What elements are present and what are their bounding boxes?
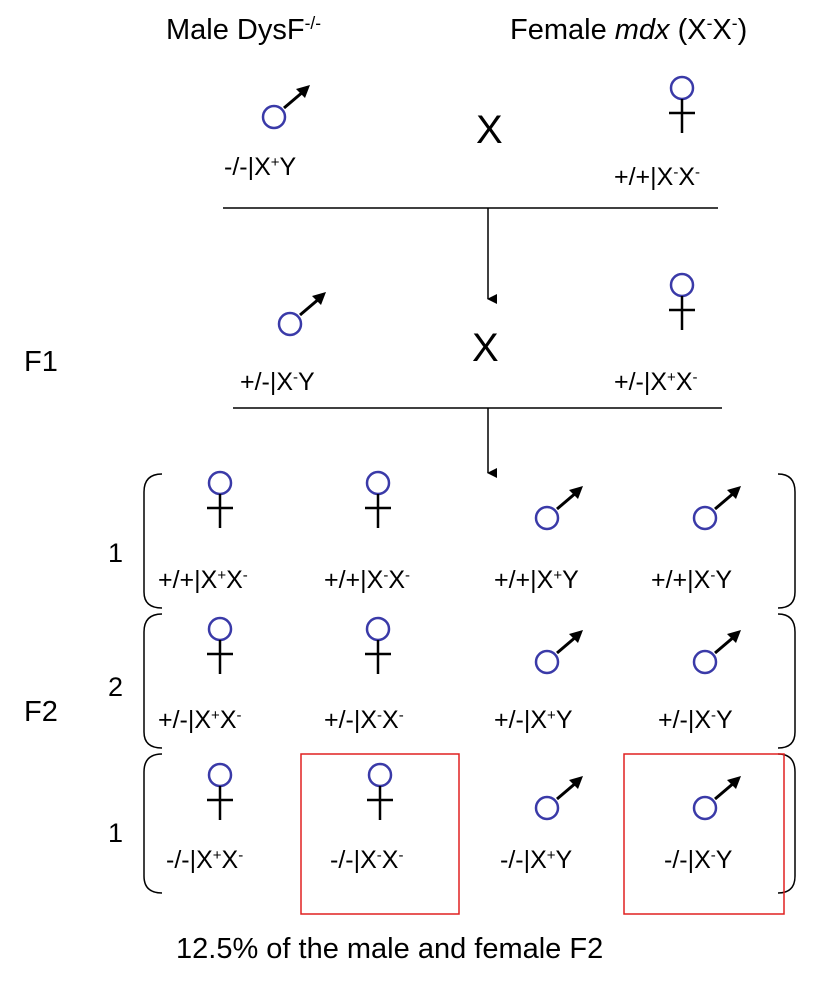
genotype-f2-r2-c3: +/-|X+Y	[494, 706, 573, 734]
male-icon-r3-c3	[534, 774, 585, 821]
genotype-p0-male: -/-|X+Y	[224, 153, 297, 181]
highlight-box-female-double-mutant	[300, 753, 460, 915]
female-icon-r1-c2	[363, 470, 393, 530]
genotype-f1-female: +/-|X+X-	[614, 368, 698, 396]
genotype-f2-r3-c1: -/-|X+X-	[166, 846, 244, 874]
generation-label-f2: F2	[24, 696, 58, 728]
cross-symbol-f1: X	[472, 326, 499, 370]
bracket-left-row-3	[143, 753, 163, 894]
male-icon-r2-c4	[692, 628, 743, 675]
female-parent-header: Female mdx (X-X-)	[510, 13, 748, 46]
generation-label-f1: F1	[24, 346, 58, 378]
genotype-f2-r2-c1: +/-|X+X-	[158, 706, 242, 734]
ratio-row-2: 2	[108, 672, 124, 702]
female-icon-r1-c1	[205, 470, 235, 530]
bracket-left-row-2	[143, 613, 163, 749]
genotype-f2-r3-c3: -/-|X+Y	[500, 846, 573, 874]
genotype-f2-r2-c2: +/-|X-X-	[324, 706, 404, 734]
male-icon-p0	[261, 83, 312, 130]
female-icon-r3-c2	[365, 762, 395, 822]
bracket-right-row-1	[777, 473, 796, 609]
male-icon-r1-c4	[692, 484, 743, 531]
male-icon-r2-c3	[534, 628, 585, 675]
male-icon-r1-c3	[534, 484, 585, 531]
genotype-f2-r1-c2: +/+|X-X-	[324, 566, 411, 594]
genotype-f2-r2-c4: +/-|X-Y	[658, 706, 733, 734]
female-icon-f1	[667, 272, 697, 332]
female-icon-p0	[667, 75, 697, 135]
male-parent-header: Male DysF-/-	[166, 13, 321, 46]
genotype-p0-female: +/+|X-X-	[614, 163, 701, 191]
footer-caption: 12.5% of the male and female F2	[176, 933, 604, 965]
genotype-f2-r1-c1: +/+|X+X-	[158, 566, 248, 594]
female-icon-r3-c1	[205, 762, 235, 822]
genotype-f2-r3-c4: -/-|X-Y	[664, 846, 733, 874]
ratio-row-3: 1	[108, 818, 124, 848]
cross-symbol-p0: X	[476, 108, 503, 152]
ratio-row-1: 1	[108, 538, 124, 568]
male-icon-f1	[277, 290, 328, 337]
female-icon-r2-c2	[363, 616, 393, 676]
bracket-right-row-2	[777, 613, 796, 749]
genotype-f2-r3-c2: -/-|X-X-	[330, 846, 404, 874]
genotype-f2-r1-c4: +/+|X-Y	[651, 566, 733, 594]
bracket-right-row-3	[777, 753, 796, 894]
female-icon-r2-c1	[205, 616, 235, 676]
genotype-f2-r1-c3: +/+|X+Y	[494, 566, 579, 594]
male-icon-r3-c4	[692, 774, 743, 821]
bracket-left-row-1	[143, 473, 163, 609]
highlight-box-male-double-mutant	[623, 753, 785, 915]
genotype-f1-male: +/-|X-Y	[240, 368, 315, 396]
